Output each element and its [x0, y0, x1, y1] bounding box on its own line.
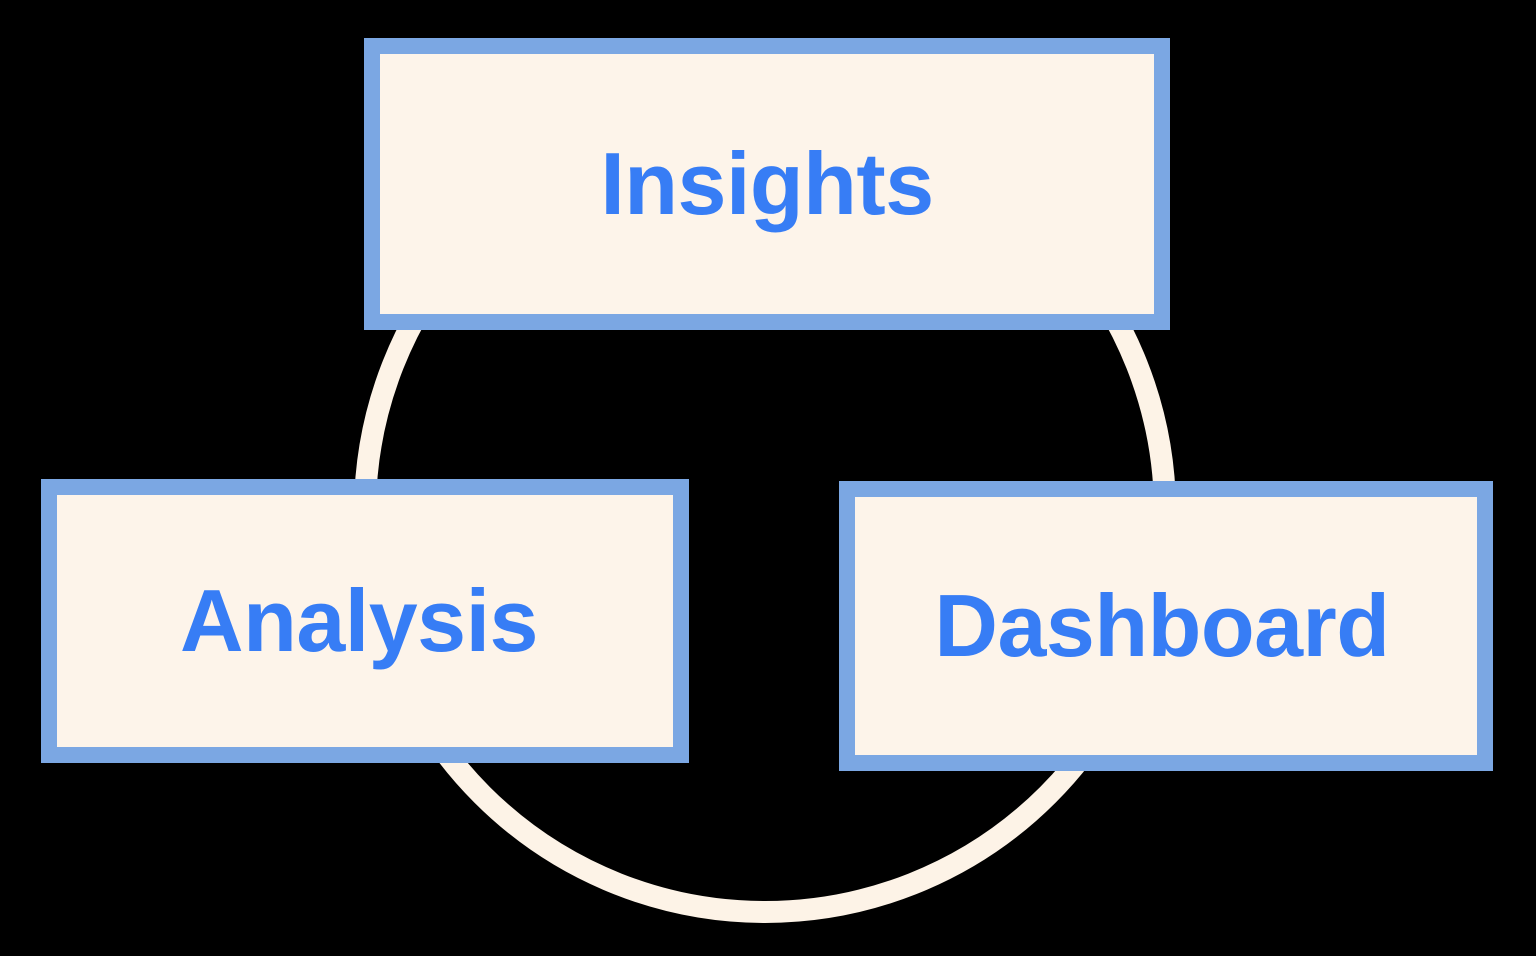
node-box-insights[interactable]: Insights	[364, 38, 1170, 330]
node-label-analysis: Analysis	[180, 571, 538, 670]
node-label-dashboard: Dashboard	[934, 576, 1390, 675]
node-box-dashboard[interactable]: Dashboard	[839, 481, 1493, 771]
node-box-analysis[interactable]: Analysis	[41, 479, 689, 763]
node-label-insights: Insights	[600, 134, 934, 233]
